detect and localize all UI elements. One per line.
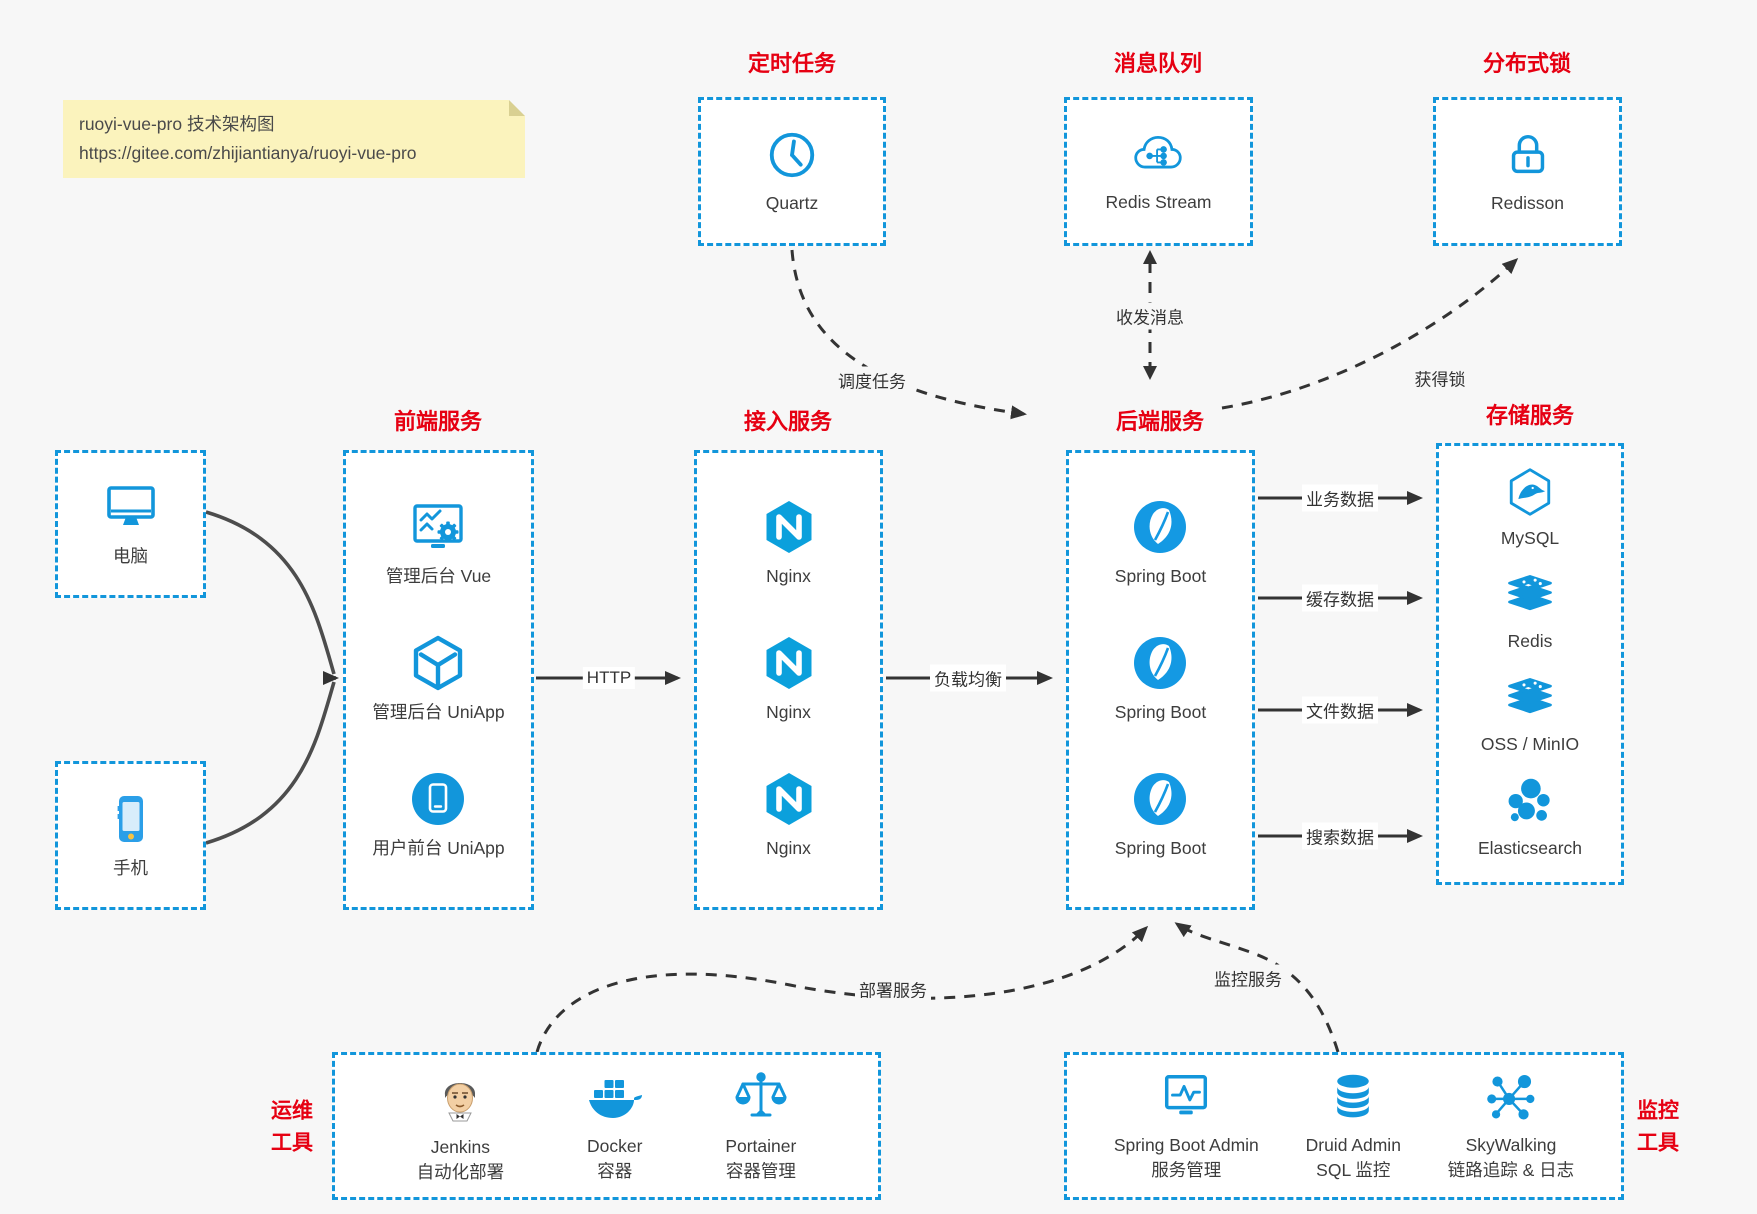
edge-label-file-data: 文件数据 (1302, 696, 1378, 724)
node-quartz: Quartz (698, 97, 886, 246)
edge-label-acquire-lock: 获得锁 (1410, 364, 1470, 392)
node-label: Redis Stream (1105, 191, 1212, 212)
node-label: 手机 (113, 857, 148, 878)
title-monitor-tools: 监控 工具 (1637, 1099, 1679, 1155)
node-springboot-1: Spring Boot (1115, 499, 1206, 589)
clock-icon (765, 128, 819, 182)
admin-vue-icon (409, 499, 467, 555)
node-user-uniapp: 用户前台 UniApp (372, 771, 505, 861)
edge-label-search-data: 搜索数据 (1302, 822, 1378, 850)
node-label: Redisson (1491, 192, 1564, 213)
node-redisson: Redisson (1433, 97, 1622, 246)
node-springboot-2: Spring Boot (1115, 635, 1206, 725)
note-url: https://gitee.com/zhijiantianya/ruoyi-vu… (79, 142, 417, 163)
node-redis: Redis (1505, 572, 1555, 654)
edge-label-monitor-service: 监控服务 (1210, 964, 1286, 992)
nginx-icon (761, 499, 817, 555)
edge-monitor-service (1174, 922, 1340, 1053)
group-backend: Spring Boot Spring Boot Spring Boot (1066, 450, 1255, 910)
group-frontend: 管理后台 Vue 管理后台 UniApp 用户前台 UniApp (343, 450, 534, 910)
lock-icon (1501, 128, 1555, 182)
sticky-note: ruoyi-vue-pro 技术架构图 https://gitee.com/zh… (63, 100, 525, 178)
title-mq: 消息队列 (1113, 51, 1203, 76)
spring-icon (1132, 771, 1188, 827)
node-nginx-2: Nginx (761, 635, 817, 725)
jenkins-icon (432, 1068, 488, 1126)
edge-label-business-data: 业务数据 (1302, 484, 1378, 512)
edge-deploy-service (535, 925, 1149, 1053)
node-springboot-3: Spring Boot (1115, 771, 1206, 861)
spring-icon (1132, 635, 1188, 691)
desktop-icon (102, 479, 160, 535)
note-title: ruoyi-vue-pro 技术架构图 (79, 114, 275, 134)
edge-label-send-receive-message: 收发消息 (1112, 302, 1188, 330)
edge-pc-to-frontend (205, 510, 336, 675)
title-access: 接入服务 (743, 409, 833, 434)
node-admin-vue: 管理后台 Vue (386, 499, 491, 589)
node-oss-minio: OSS / MinIO (1481, 675, 1579, 757)
title-storage: 存储服务 (1485, 403, 1575, 428)
node-admin-uniapp: 管理后台 UniApp (372, 635, 505, 725)
skywalking-icon (1483, 1070, 1539, 1124)
druid-icon (1327, 1070, 1379, 1124)
mysql-icon (1505, 467, 1555, 517)
group-access: Nginx Nginx Nginx (694, 450, 883, 910)
nginx-icon (761, 635, 817, 691)
edge-acquire-lock (1221, 257, 1519, 410)
node-pc: 电脑 (55, 450, 206, 598)
title-lock: 分布式锁 (1482, 51, 1572, 76)
docker-icon (586, 1069, 644, 1125)
node-nginx-3: Nginx (761, 771, 817, 861)
title-scheduler: 定时任务 (747, 51, 837, 76)
edge-label-schedule-task: 调度任务 (834, 366, 910, 394)
group-storage: MySQL Redis OSS / MinIO Elasticsearch (1436, 443, 1624, 885)
spring-icon (1132, 499, 1188, 555)
node-elasticsearch: Elasticsearch (1478, 777, 1582, 861)
nginx-icon (761, 771, 817, 827)
portainer-icon (733, 1069, 789, 1125)
edge-label-cache-data: 缓存数据 (1302, 584, 1378, 612)
title-frontend: 前端服务 (393, 409, 483, 434)
cloud-stream-icon (1130, 129, 1186, 181)
node-mysql: MySQL (1501, 467, 1559, 551)
title-ops-tools: 运维 工具 (271, 1099, 313, 1155)
smartphone-icon (103, 791, 159, 847)
node-nginx-1: Nginx (761, 499, 817, 589)
edge-label-deploy-service: 部署服务 (855, 975, 931, 1003)
edge-schedule-task (790, 249, 1027, 420)
title-backend: 后端服务 (1115, 409, 1205, 434)
node-label: 电脑 (113, 546, 148, 567)
redis-stack-icon (1505, 572, 1555, 620)
elasticsearch-icon (1505, 777, 1555, 827)
node-redis-stream: Redis Stream (1064, 97, 1253, 246)
oss-stack-icon (1505, 675, 1555, 723)
cube-icon (410, 635, 466, 691)
mobile-app-icon (410, 771, 466, 827)
node-label: Quartz (765, 192, 819, 213)
edge-label-http: HTTP (582, 667, 636, 689)
sba-icon (1158, 1070, 1214, 1124)
node-phone: 手机 (55, 761, 206, 910)
edge-phone-to-frontend (205, 681, 336, 845)
edge-label-load-balance: 负载均衡 (930, 664, 1006, 692)
